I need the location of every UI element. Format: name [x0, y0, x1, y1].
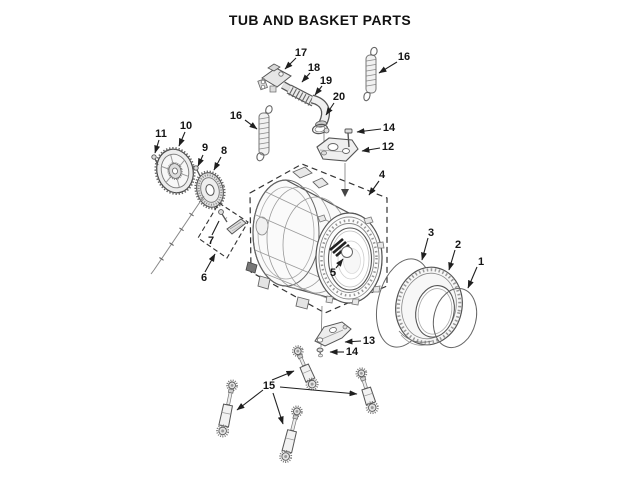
leader-spring-right	[378, 61, 398, 74]
leader-hose-clamp	[325, 102, 335, 116]
hardware-kit-box	[197, 202, 249, 259]
bracket-screw-bottom	[316, 347, 324, 358]
leader-outer-tub-assembly	[368, 180, 380, 196]
tub-front-face	[315, 212, 385, 306]
shaft-axis-line	[150, 195, 205, 275]
leader-arrows	[154, 57, 478, 425]
leader-pulley-bolt	[154, 139, 161, 154]
leader-suspension-dampers	[272, 392, 284, 425]
leader-top-bracket	[361, 146, 381, 153]
suspension-damper-2	[215, 378, 240, 439]
leader-dome-hose	[301, 72, 311, 83]
leader-shaft-ball	[335, 258, 344, 269]
drive-pulley	[154, 146, 196, 196]
leader-outer-clamp-ring	[467, 266, 478, 289]
leader-hub-bolt	[197, 154, 204, 167]
pressure-dome	[257, 63, 294, 94]
suspension-damper-1	[289, 343, 321, 393]
leader-door-bellows-seal	[448, 249, 456, 271]
leader-bracket-screw-top	[356, 128, 382, 135]
leader-hardware-kit-box	[204, 253, 216, 273]
door-bellows-seal	[395, 266, 463, 346]
leader-rotor-hub	[213, 156, 222, 171]
hose-clamp	[311, 123, 330, 135]
kit-wedge	[226, 218, 247, 235]
pulley-bolt	[151, 154, 159, 166]
leader-corrugated-hose	[314, 85, 323, 96]
leader-suspension-dampers	[279, 386, 358, 397]
suspension-damper-3	[277, 404, 305, 465]
page-title: TUB AND BASKET PARTS	[228, 12, 412, 28]
leader-pressure-dome	[284, 57, 297, 70]
leader-tub-seal-ring	[421, 237, 429, 261]
bottom-bracket	[314, 305, 352, 348]
bracket-screw-top	[344, 128, 353, 148]
shaft-ball	[329, 238, 353, 258]
kit-bolt	[218, 209, 228, 223]
leader-drive-pulley	[178, 131, 186, 147]
spring-left	[256, 105, 273, 162]
corrugated-hose-elbow	[310, 94, 330, 128]
leader-bottom-bracket	[344, 338, 362, 345]
suspension-damper-4	[353, 365, 381, 416]
dome-hose	[286, 84, 317, 107]
hub-bolt	[193, 165, 201, 177]
outer-clamp-ring	[432, 287, 478, 349]
top-bracket	[316, 131, 359, 197]
leader-kit-bolt	[211, 220, 220, 236]
leader-spring-left	[244, 119, 258, 130]
leader-suspension-dampers	[271, 370, 295, 381]
rotor-hub	[194, 170, 226, 210]
leader-suspension-dampers	[236, 389, 264, 411]
spring-right	[363, 46, 378, 102]
